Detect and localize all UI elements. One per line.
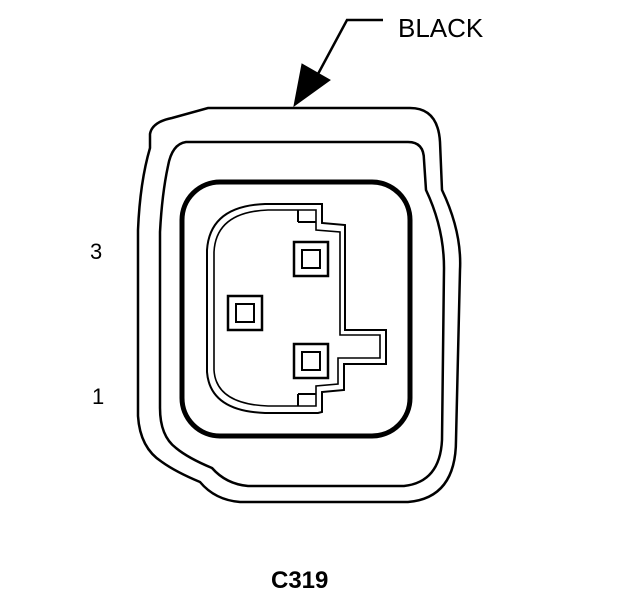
connector-inner-housing [158, 140, 446, 488]
terminal-cavity-outer [206, 203, 387, 414]
connector-outer-housing [136, 106, 462, 504]
pin-label-3: 3 [90, 239, 102, 264]
terminal-pin-1 [292, 342, 330, 380]
terminal-cavity-inner [213, 209, 381, 407]
connector-color-label: BLACK [398, 13, 484, 43]
leader-line [316, 18, 383, 75]
pin-label-1: 1 [92, 384, 104, 409]
connector-seal-ring [179, 179, 413, 439]
color-leader [293, 18, 383, 108]
terminal-pin-2 [226, 294, 264, 332]
connector-id-label: C319 [271, 567, 328, 594]
leader-arrowhead [293, 63, 331, 108]
terminal-pin-3 [292, 240, 330, 278]
